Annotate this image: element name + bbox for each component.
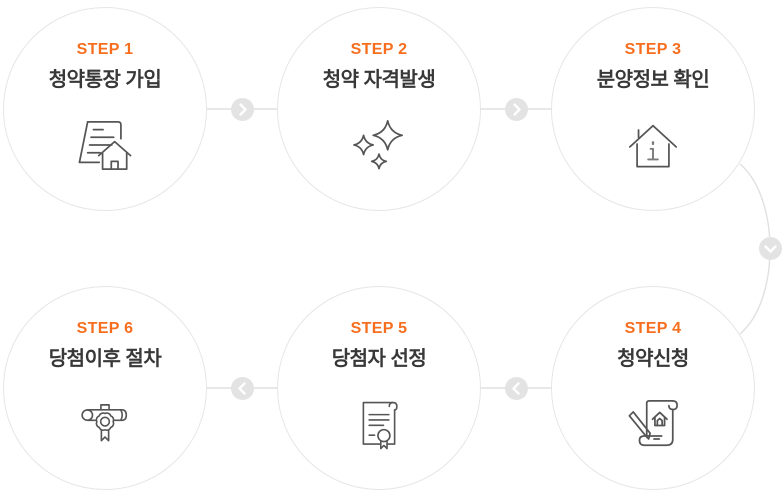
step-3-label: STEP 3 (624, 41, 682, 58)
step-4-title: 청약신청 (617, 348, 689, 370)
arrow-step4-to-step5 (505, 377, 528, 400)
chevron-left-icon (238, 382, 246, 395)
step-6-label: STEP 6 (76, 320, 134, 337)
step-2-label: STEP 2 (350, 41, 408, 58)
step-4-label: STEP 4 (624, 320, 682, 337)
step-1-title: 청약통장 가입 (48, 69, 162, 91)
step-6-title: 당첨이후 절차 (48, 348, 162, 370)
arrow-step1-to-step2 (231, 98, 254, 121)
arrow-step2-to-step3 (505, 98, 528, 121)
sparkles-icon (352, 118, 406, 175)
step-2-circle: STEP 2 청약 자격발생 (277, 7, 481, 211)
step-5-title: 당첨자 선정 (331, 348, 427, 370)
step-4-circle: STEP 4 청약신청 (551, 286, 755, 490)
step-5-label: STEP 5 (350, 320, 408, 337)
step-3-circle: STEP 3 분양정보 확인 (551, 7, 755, 211)
step-5-circle: STEP 5 당첨자 선정 (277, 286, 481, 490)
house-info-icon (626, 118, 680, 175)
chevron-right-icon (239, 103, 247, 116)
certificate-ribbon-icon (354, 397, 404, 456)
bankbook-house-icon (74, 118, 136, 177)
chevron-right-icon (513, 103, 521, 116)
arrow-step3-to-step4 (759, 237, 782, 260)
diploma-seal-icon (76, 397, 134, 454)
step-6-circle: STEP 6 당첨이후 절차 (3, 286, 207, 490)
arrow-step5-to-step6 (231, 377, 254, 400)
step-1-label: STEP 1 (76, 41, 134, 58)
step-1-circle: STEP 1 청약통장 가입 (3, 7, 207, 211)
scroll-pen-icon (622, 397, 684, 456)
step-2-title: 청약 자격발생 (322, 69, 436, 91)
chevron-left-icon (512, 382, 520, 395)
step-3-title: 분양정보 확인 (596, 69, 710, 91)
chevron-down-icon (764, 245, 777, 253)
